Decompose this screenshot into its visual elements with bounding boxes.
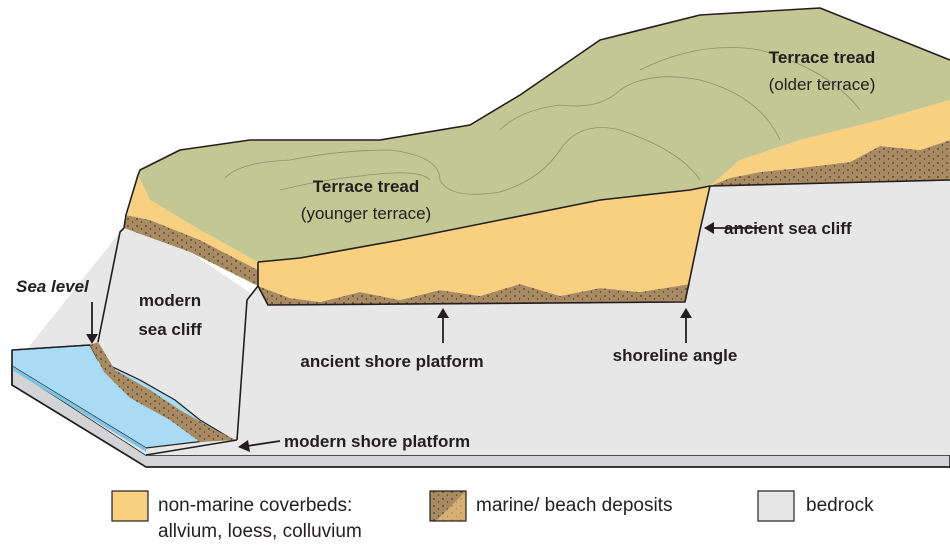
terrace-older-subtitle: (older terrace): [769, 75, 876, 94]
modern-sea-cliff-label-line1: modern: [139, 291, 201, 310]
terrace-younger-title: Terrace tread: [313, 177, 419, 196]
terrace-older-title: Terrace tread: [769, 48, 875, 67]
legend-swatch-marine: [430, 491, 466, 521]
legend-swatch-coverbeds: [112, 491, 148, 521]
modern-shore-platform-label: modern shore platform: [284, 432, 470, 451]
legend-bedrock-label: bedrock: [806, 495, 874, 516]
ancient-shore-platform-label: ancient shore platform: [300, 352, 483, 371]
legend-swatch-bedrock: [758, 491, 794, 521]
modern-sea-cliff-label-line2: sea cliff: [138, 320, 202, 339]
ancient-sea-cliff-label: ancient sea cliff: [724, 219, 852, 238]
terrace-younger-subtitle: (younger terrace): [301, 204, 431, 223]
sea-level-label: Sea level: [16, 277, 90, 296]
legend: non-marine coverbeds: allvium, loess, co…: [112, 491, 874, 542]
legend-coverbeds-line2: allvium, loess, colluvium: [158, 521, 362, 542]
legend-marine-label: marine/ beach deposits: [476, 495, 672, 516]
shoreline-angle-label: shoreline angle: [613, 346, 738, 365]
legend-coverbeds-line1: non-marine coverbeds:: [158, 495, 352, 516]
